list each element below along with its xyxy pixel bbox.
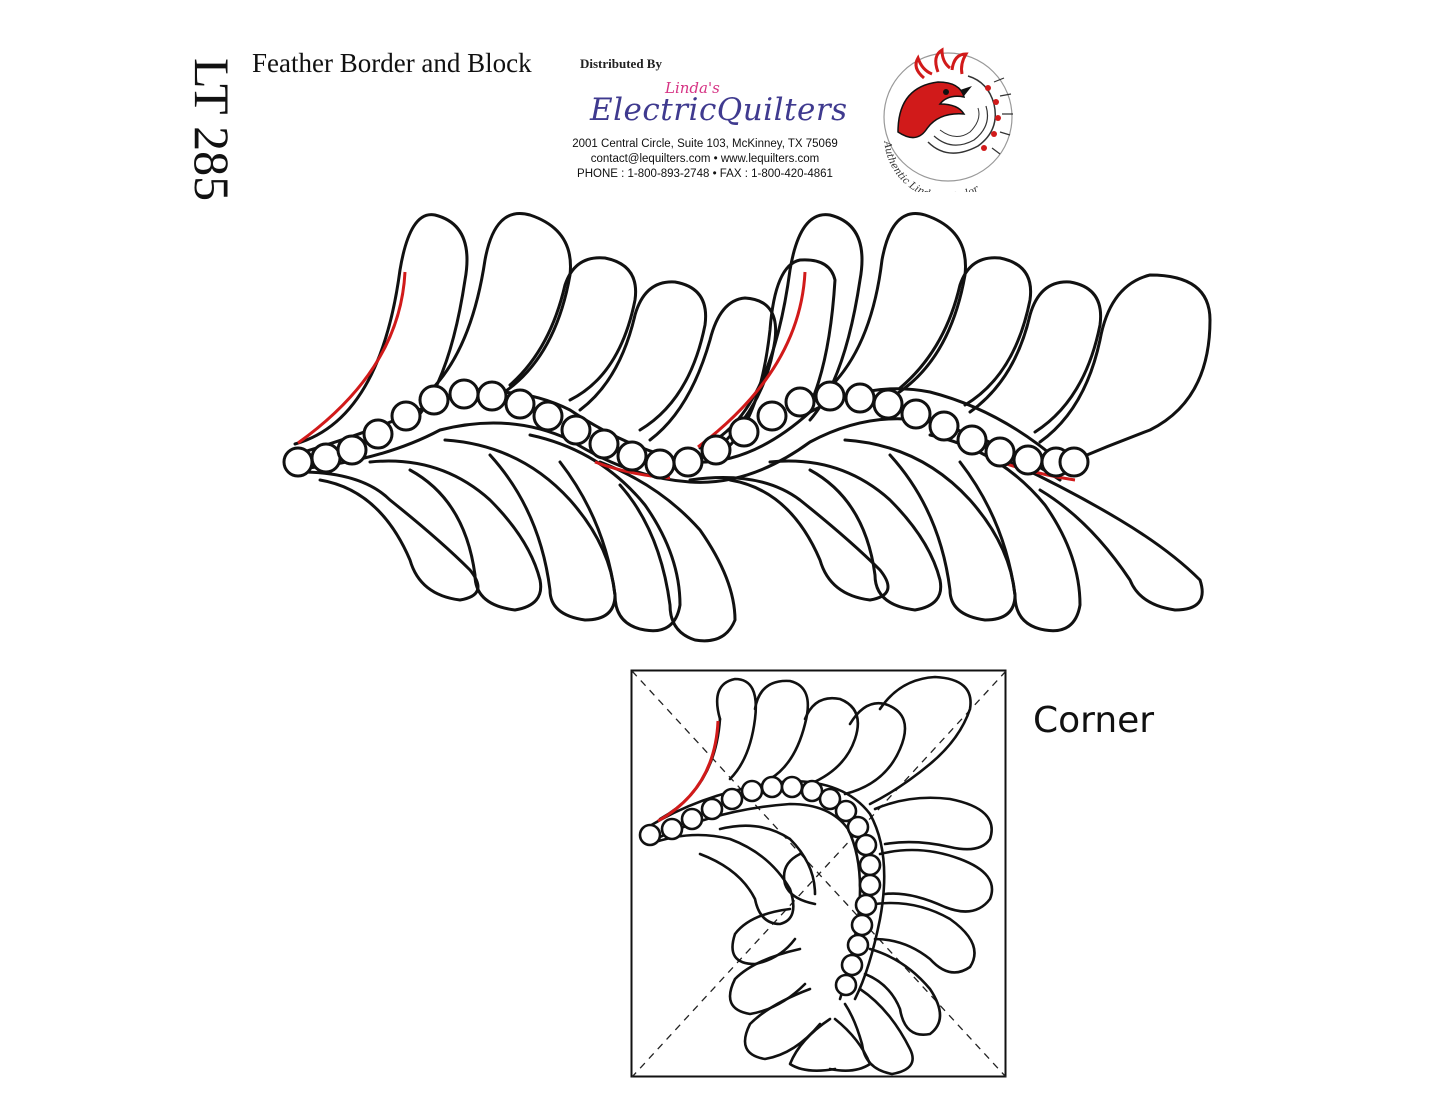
brand-logo: ElectricQuilters <box>590 92 848 128</box>
pearl-circle <box>844 382 876 414</box>
pearl-circle <box>740 779 764 803</box>
pearl-circle <box>660 817 684 841</box>
pearl-circle <box>900 398 932 430</box>
pearl-circle <box>840 953 864 977</box>
pearl-circle <box>1058 446 1090 478</box>
feather-border-pattern <box>270 200 1230 665</box>
pearl-circle <box>282 446 314 478</box>
pearl-circle <box>418 384 450 416</box>
pearl-circle <box>834 973 858 997</box>
distributor-block: Distributed By Linda's ElectricQuilters … <box>565 52 855 187</box>
pearl-circle <box>362 418 394 450</box>
pattern-title: Feather Border and Block <box>252 48 532 78</box>
pearl-circle <box>784 386 816 418</box>
pearl-circle <box>476 380 508 412</box>
pearl-circle <box>728 416 760 448</box>
brand-script: Linda's <box>665 79 720 97</box>
pearl-circle <box>854 833 878 857</box>
pearl-circle <box>846 933 870 957</box>
pearl-circle <box>588 428 620 460</box>
pearl-circle <box>858 873 882 897</box>
pearl-circle <box>956 424 988 456</box>
pearl-circle <box>780 775 804 799</box>
web-line: contact@lequilters.com • www.lequilters.… <box>590 153 820 165</box>
corner-block-pattern <box>630 669 1008 1084</box>
pearl-circle <box>1012 444 1044 476</box>
pearl-circle <box>504 388 536 420</box>
pearl-circle <box>814 380 846 412</box>
pearl-circle <box>872 388 904 420</box>
pearl-circle <box>336 434 368 466</box>
pearl-circle <box>700 434 732 466</box>
pearl-circle <box>834 799 858 823</box>
pearl-circle <box>854 893 878 917</box>
pearl-circle <box>756 400 788 432</box>
pearl-circle <box>846 815 870 839</box>
pearl-circle <box>616 440 648 472</box>
pearl-circle <box>720 787 744 811</box>
pearl-circle <box>760 775 784 799</box>
pearl-circle <box>858 853 882 877</box>
pearl-circle <box>800 779 824 803</box>
pearl-circle <box>390 400 422 432</box>
pearl-circle <box>638 823 662 847</box>
pearl-circle <box>448 378 480 410</box>
authentic-badge-logo: Authentic Linda V. Taylor <box>868 42 1028 203</box>
pearl-circle <box>310 442 342 474</box>
phone-line: PHONE : 1-800-893-2748 • FAX : 1-800-420… <box>577 168 833 180</box>
pearl-circle <box>700 797 724 821</box>
pearl-circle <box>850 913 874 937</box>
pearl-circle <box>672 446 704 478</box>
pearl-circle <box>532 400 564 432</box>
pearl-circle <box>680 807 704 831</box>
pearl-circle <box>560 414 592 446</box>
pearl-circle <box>984 436 1016 468</box>
pearl-circle <box>818 787 842 811</box>
pearl-circle <box>928 410 960 442</box>
distributed-by-label: Distributed By <box>580 56 662 71</box>
corner-label: Corner <box>1033 700 1155 741</box>
pearl-circle <box>644 448 676 480</box>
pattern-code: LT 285 <box>184 58 240 202</box>
address-line: 2001 Central Circle, Suite 103, McKinney… <box>572 138 838 150</box>
